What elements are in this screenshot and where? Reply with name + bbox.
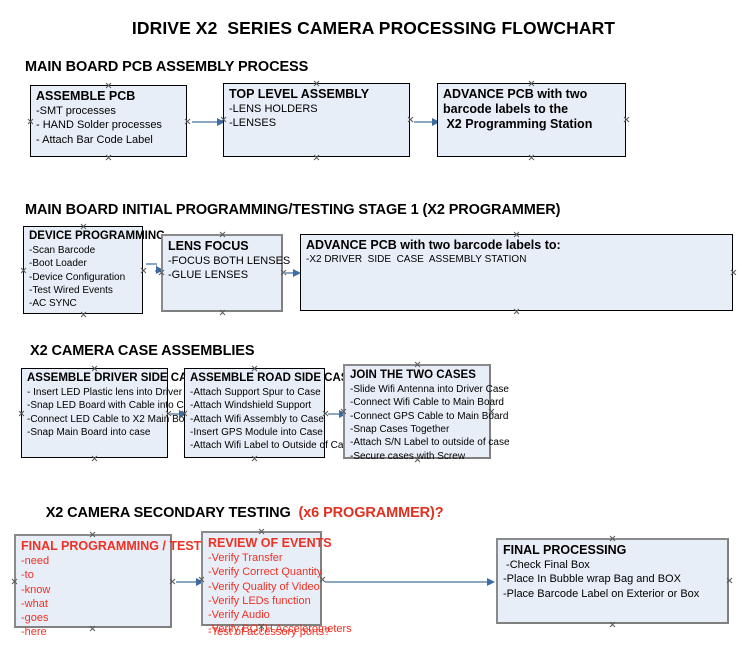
- node-title: LENS FOCUS: [168, 239, 249, 253]
- node-line: -Device Configuration: [29, 271, 126, 283]
- node-assemble-pcb[interactable]: ASSEMBLE PCB -SMT processes - HAND Solde…: [30, 85, 187, 157]
- node-line: -Attach Wifi Assembly to Case: [190, 413, 324, 425]
- node-line: -Verify Audio: [208, 609, 270, 622]
- node-title: TOP LEVEL ASSEMBLY: [229, 87, 370, 101]
- node-line: -GLUE LENSES: [168, 269, 249, 282]
- node-line: -need: [21, 555, 50, 567]
- section-heading-4-accent: (x6 PROGRAMMER)?: [298, 505, 444, 521]
- node-line: -Connect Wifi Cable to Main Board: [350, 397, 504, 409]
- node-assemble-road-side-case[interactable]: ASSEMBLE ROAD SIDE CASE -Attach Support …: [184, 368, 357, 458]
- node-line: -Verify Correct Quantity: [208, 566, 323, 579]
- arrow-final-programming-to-review-events: [176, 576, 204, 587]
- node-join-the-two-cases[interactable]: JOIN THE TWO CASES -Slide Wifi Antenna i…: [343, 364, 510, 462]
- node-line: -Test Wired Events: [29, 285, 113, 297]
- node-title: FINAL PROGRAMMING / TESTING: [21, 539, 224, 553]
- node-line: -Place Barcode Label on Exterior or Box: [503, 587, 700, 600]
- node-title: ASSEMBLE PCB: [36, 89, 136, 103]
- node-line: -Verify BOTH Accelerometers: [208, 623, 352, 636]
- node-line: -know: [21, 583, 51, 596]
- node-title: ADVANCE PCB with two barcode labels to:: [306, 238, 561, 252]
- section-heading-1: MAIN BOARD PCB ASSEMBLY PROCESS: [25, 59, 309, 75]
- node-line: -Connect GPS Cable to Main Board: [350, 410, 509, 422]
- node-title-line2: barcode labels to the: [443, 102, 569, 116]
- node-line: -LENS HOLDERS: [229, 103, 318, 115]
- node-title: ASSEMBLE ROAD SIDE CASE: [190, 372, 357, 384]
- node-assemble-driver-side-case[interactable]: ASSEMBLE DRIVER SIDE CASE - Insert LED P…: [21, 368, 209, 458]
- node-line: -Place In Bubble wrap Bag and BOX: [503, 573, 681, 586]
- node-line: -SMT processes: [36, 105, 116, 117]
- node-device-programming[interactable]: DEVICE PROGRAMMING -Scan Barcode -Boot L…: [23, 226, 166, 314]
- node-review-of-events[interactable]: REVIEW OF EVENTS -Verify Transfer -Verif…: [201, 531, 352, 638]
- node-line: -Verify Quality of Video: [208, 580, 320, 593]
- arrow-driver-case-to-road-case: [170, 408, 187, 419]
- section-heading-2: MAIN BOARD INITIAL PROGRAMMING/TESTING S…: [25, 202, 561, 218]
- node-line: -Scan Barcode: [29, 244, 96, 256]
- node-line: -AC SYNC: [29, 298, 77, 310]
- node-line: -FOCUS BOTH LENSES: [168, 255, 291, 267]
- node-line: -Slide Wifi Antenna into Driver Case: [350, 383, 509, 395]
- arrow-review-events-to-final-processing: [325, 576, 495, 587]
- node-line: -to: [21, 569, 34, 582]
- node-line: -LENSES: [229, 117, 277, 130]
- node-top-level-assembly[interactable]: TOP LEVEL ASSEMBLY -LENS HOLDERS -LENSES: [223, 83, 410, 157]
- node-line: - Attach Bar Code Label: [36, 133, 153, 146]
- node-final-programming-testing[interactable]: FINAL PROGRAMMING / TESTING -need -to -k…: [14, 534, 224, 638]
- node-title: ASSEMBLE DRIVER SIDE CASE: [27, 372, 203, 384]
- node-advance-pcb-driver-side[interactable]: ADVANCE PCB with two barcode labels to: …: [300, 234, 733, 311]
- node-line: -Snap Main Board into case: [27, 427, 151, 439]
- node-line: -Attach Support Spur to Case: [190, 386, 321, 398]
- node-title: ADVANCE PCB with two: [443, 87, 588, 101]
- node-line: -Verify LEDs function: [208, 594, 311, 607]
- node-advance-pcb-station[interactable]: ADVANCE PCB with two barcode labels to t…: [437, 83, 626, 157]
- node-line: -Insert GPS Module into Case: [190, 427, 323, 439]
- node-title: DEVICE PROGRAMMING: [29, 230, 166, 242]
- node-lens-focus[interactable]: LENS FOCUS -FOCUS BOTH LENSES -GLUE LENS…: [161, 234, 291, 312]
- arrow-device-programming-to-lens-focus: [146, 263, 164, 277]
- node-overflow-line: -Test of accessory ports?: [208, 626, 331, 638]
- node-line: -goes: [21, 612, 49, 625]
- node-line: -Secure cases with Screw: [350, 450, 466, 462]
- node-line: -what: [21, 597, 48, 610]
- arrow-assemble-pcb-to-top-level: [192, 116, 225, 127]
- arrow-lens-focus-to-advance-pcb: [284, 267, 301, 278]
- node-line: -Snap LED Board with Cable into Case: [27, 400, 200, 412]
- node-line: -Attach Wifi Label to Outside of Case: [190, 440, 354, 452]
- node-line: -Attach S/N Label to outside of case: [350, 437, 510, 449]
- node-line: -Verify Transfer: [208, 552, 283, 564]
- node-line: -Attach Windshield Support: [190, 400, 312, 412]
- node-title: REVIEW OF EVENTS: [208, 536, 332, 550]
- node-title-line3: X2 Programming Station: [443, 117, 593, 131]
- node-line: -Check Final Box: [503, 559, 590, 571]
- node-line: -Connect LED Cable to X2 Main Board: [27, 413, 199, 425]
- section-heading-4: X2 CAMERA SECONDARY TESTING (x6 PROGRAMM…: [30, 489, 444, 537]
- node-title: FINAL PROCESSING: [503, 543, 627, 557]
- page-title: IDRIVE X2 SERIES CAMERA PROCESSING FLOWC…: [131, 18, 616, 38]
- node-line: - Insert LED Plastic lens into Driver Ca…: [27, 386, 209, 398]
- node-line: -Boot Loader: [29, 258, 87, 270]
- section-heading-4-main: X2 CAMERA SECONDARY TESTING: [45, 505, 299, 521]
- node-title: JOIN THE TWO CASES: [350, 369, 476, 381]
- node-line: -here: [21, 626, 47, 639]
- arrow-top-level-to-advance-pcb: [414, 116, 440, 127]
- section-heading-3: X2 CAMERA CASE ASSEMBLIES: [30, 343, 255, 359]
- node-line: -X2 DRIVER SIDE CASE ASSEMBLY STATION: [306, 254, 527, 265]
- node-line: -Snap Cases Together: [350, 424, 450, 436]
- node-final-processing[interactable]: FINAL PROCESSING -Check Final Box -Place…: [496, 538, 729, 624]
- node-line: - HAND Solder processes: [36, 119, 162, 132]
